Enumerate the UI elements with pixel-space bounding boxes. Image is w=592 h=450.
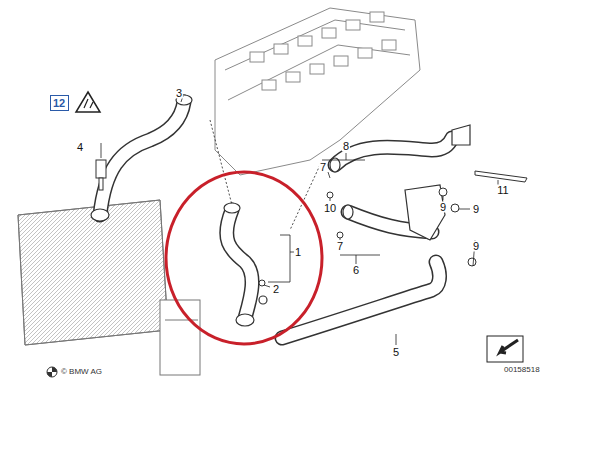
cam-cap — [370, 12, 384, 22]
image-number: 00158518 — [503, 366, 541, 374]
view-arrow-icon — [487, 336, 523, 362]
copyright-note: © BMW AG — [60, 368, 103, 376]
hose-clamps — [91, 95, 470, 326]
hose-fills — [100, 102, 452, 338]
callout-number: 11 — [496, 185, 509, 196]
cam-cap — [334, 56, 348, 66]
hose-outlines — [100, 102, 452, 338]
callout-number: 9 — [472, 241, 480, 252]
callout-number: 8 — [342, 141, 350, 152]
callout-number: 10 — [323, 203, 337, 214]
reference-box: 12 — [50, 95, 69, 111]
callout-number: 1 — [294, 247, 302, 258]
temperature-sensor — [96, 160, 106, 190]
cam-cap — [322, 28, 336, 38]
callout-number: 9 — [472, 204, 480, 215]
cam-cap — [346, 20, 360, 30]
cam-cap — [262, 80, 276, 90]
bmw-logo — [47, 367, 57, 377]
cam-cap — [250, 52, 264, 62]
bolts — [259, 188, 476, 286]
highlight-circle — [166, 172, 322, 344]
callout-number: 3 — [175, 88, 183, 99]
callout-number: 5 — [392, 347, 400, 358]
cam-cap — [286, 72, 300, 82]
cam-cap — [310, 64, 324, 74]
callout-number: 6 — [352, 265, 360, 276]
callout-number: 9 — [439, 202, 447, 213]
cam-cap — [298, 36, 312, 46]
cam-cap — [274, 44, 288, 54]
cam-cap — [358, 48, 372, 58]
reference-number: 12 — [53, 98, 66, 109]
callout-number: 7 — [336, 241, 344, 252]
callout-number: 4 — [76, 142, 84, 153]
warning-triangle — [76, 92, 100, 112]
callout-number: 2 — [272, 284, 280, 295]
leader-lines — [101, 96, 498, 345]
callout-number: 7 — [319, 162, 327, 173]
cam-cap — [382, 40, 396, 50]
cable-tie — [475, 171, 527, 182]
